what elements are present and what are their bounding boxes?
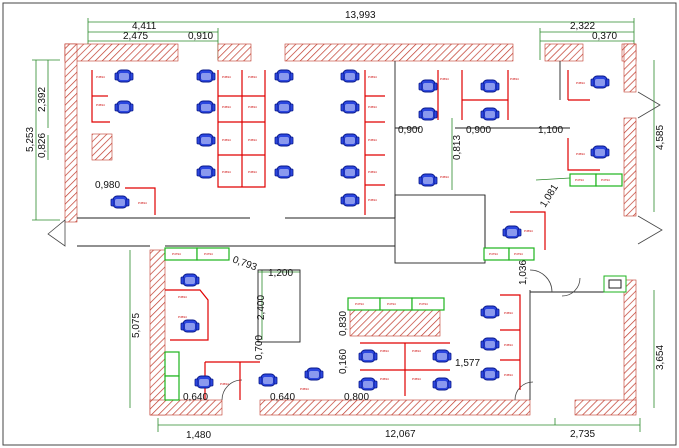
svg-text:P4594: P4594: [248, 75, 257, 79]
dim-160: 0,160: [338, 349, 349, 374]
dim-5075: 5,075: [131, 313, 142, 338]
svg-text:P4794: P4794: [204, 252, 213, 256]
dim-left-c: 0,826: [37, 133, 48, 158]
dim-right-b: 3,654: [655, 345, 666, 370]
svg-text:P4594: P4594: [138, 201, 147, 205]
dim-left-a: 2,392: [37, 87, 48, 112]
dim-top-c: 0,910: [188, 31, 213, 42]
svg-text:P4594: P4594: [524, 229, 533, 233]
svg-text:P4594: P4594: [248, 138, 257, 142]
desk-labels: P4594 P4594 P4594 P4594 P4594 P4594 P459…: [96, 75, 585, 391]
svg-text:P4794: P4794: [601, 178, 610, 182]
svg-text:P4594: P4594: [504, 343, 513, 347]
dim-1036: 1,036: [518, 260, 529, 285]
svg-text:P4594: P4594: [504, 373, 513, 377]
svg-text:P4794: P4794: [575, 178, 584, 182]
svg-text:P4594: P4594: [222, 105, 231, 109]
svg-text:P4594: P4594: [222, 170, 231, 174]
svg-text:P4594: P4594: [96, 75, 105, 79]
svg-text:P4594: P4594: [222, 75, 231, 79]
svg-text:P4794: P4794: [514, 252, 523, 256]
svg-text:P4594: P4594: [412, 377, 421, 381]
svg-text:P4594: P4594: [368, 75, 377, 79]
dim-top-right: 2,322: [570, 21, 595, 32]
svg-text:P4594: P4594: [222, 138, 231, 142]
svg-text:P4794: P4794: [172, 252, 181, 256]
dim-793: 0,793: [231, 254, 259, 273]
svg-text:P4594: P4594: [368, 138, 377, 142]
dim-813: 0,813: [452, 135, 463, 160]
cabinet-labels: P4794 P4794 P4794 P4794 P4794 P4794 P479…: [172, 178, 610, 306]
svg-text:P4594: P4594: [504, 311, 513, 315]
dim-top-total: 13,993: [345, 10, 376, 21]
dim-900a: 0,900: [398, 125, 423, 136]
svg-text:P4594: P4594: [178, 295, 187, 299]
dim-800: 0,800: [344, 392, 369, 403]
svg-text:P4594: P4594: [248, 105, 257, 109]
svg-text:P4794: P4794: [419, 302, 428, 306]
dim-top-a: 4,411: [132, 21, 157, 32]
sink-fixture: [603, 275, 627, 293]
dim-bottom-mid: 12,067: [385, 429, 416, 440]
dim-830: 0,830: [338, 311, 349, 336]
svg-text:P4594: P4594: [368, 170, 377, 174]
svg-text:P4594: P4594: [510, 77, 519, 81]
dim-right-a: 4,585: [655, 125, 666, 150]
dim-bottom-right: 2,735: [570, 429, 595, 440]
svg-text:P4594: P4594: [368, 198, 377, 202]
dim-900b: 0,900: [466, 125, 491, 136]
svg-text:P4594: P4594: [440, 77, 449, 81]
svg-text:P4794: P4794: [489, 252, 498, 256]
cabinets: [164, 173, 623, 401]
svg-text:P4594: P4594: [412, 349, 421, 353]
dim-bottom-left: 1,480: [186, 430, 211, 441]
svg-text:P4594: P4594: [178, 315, 187, 319]
dim-640a: 0,640: [183, 392, 208, 403]
svg-text:P4794: P4794: [387, 302, 396, 306]
dim-1100: 1,100: [538, 125, 563, 136]
svg-text:P4594: P4594: [368, 105, 377, 109]
dim-700: 0,700: [254, 335, 265, 360]
svg-text:P4594: P4594: [440, 175, 449, 179]
svg-text:P4594: P4594: [96, 103, 105, 107]
svg-text:P4594: P4594: [300, 387, 309, 391]
dim-1081: 1,081: [538, 182, 561, 209]
svg-text:P4594: P4594: [576, 81, 585, 85]
dim-640b: 0,640: [270, 392, 295, 403]
dim-1577: 1,577: [455, 358, 480, 369]
dim-top-b: 2,475: [123, 31, 148, 42]
dim-2400: 2,400: [256, 295, 267, 320]
svg-text:P4594: P4594: [380, 349, 389, 353]
dim-left-b: 5,253: [25, 127, 36, 152]
dim-1200: 1,200: [268, 268, 293, 279]
chairs: [110, 69, 610, 391]
svg-text:P4594: P4594: [248, 170, 257, 174]
walls: [64, 43, 637, 416]
svg-text:P4594: P4594: [380, 377, 389, 381]
svg-text:P4594: P4594: [576, 152, 585, 156]
svg-text:P4794: P4794: [355, 302, 364, 306]
dimension-lines: [32, 18, 655, 432]
svg-text:P4594: P4594: [220, 382, 229, 386]
dim-980: 0,980: [95, 180, 120, 191]
dim-top-right-small: 0,370: [592, 31, 617, 42]
